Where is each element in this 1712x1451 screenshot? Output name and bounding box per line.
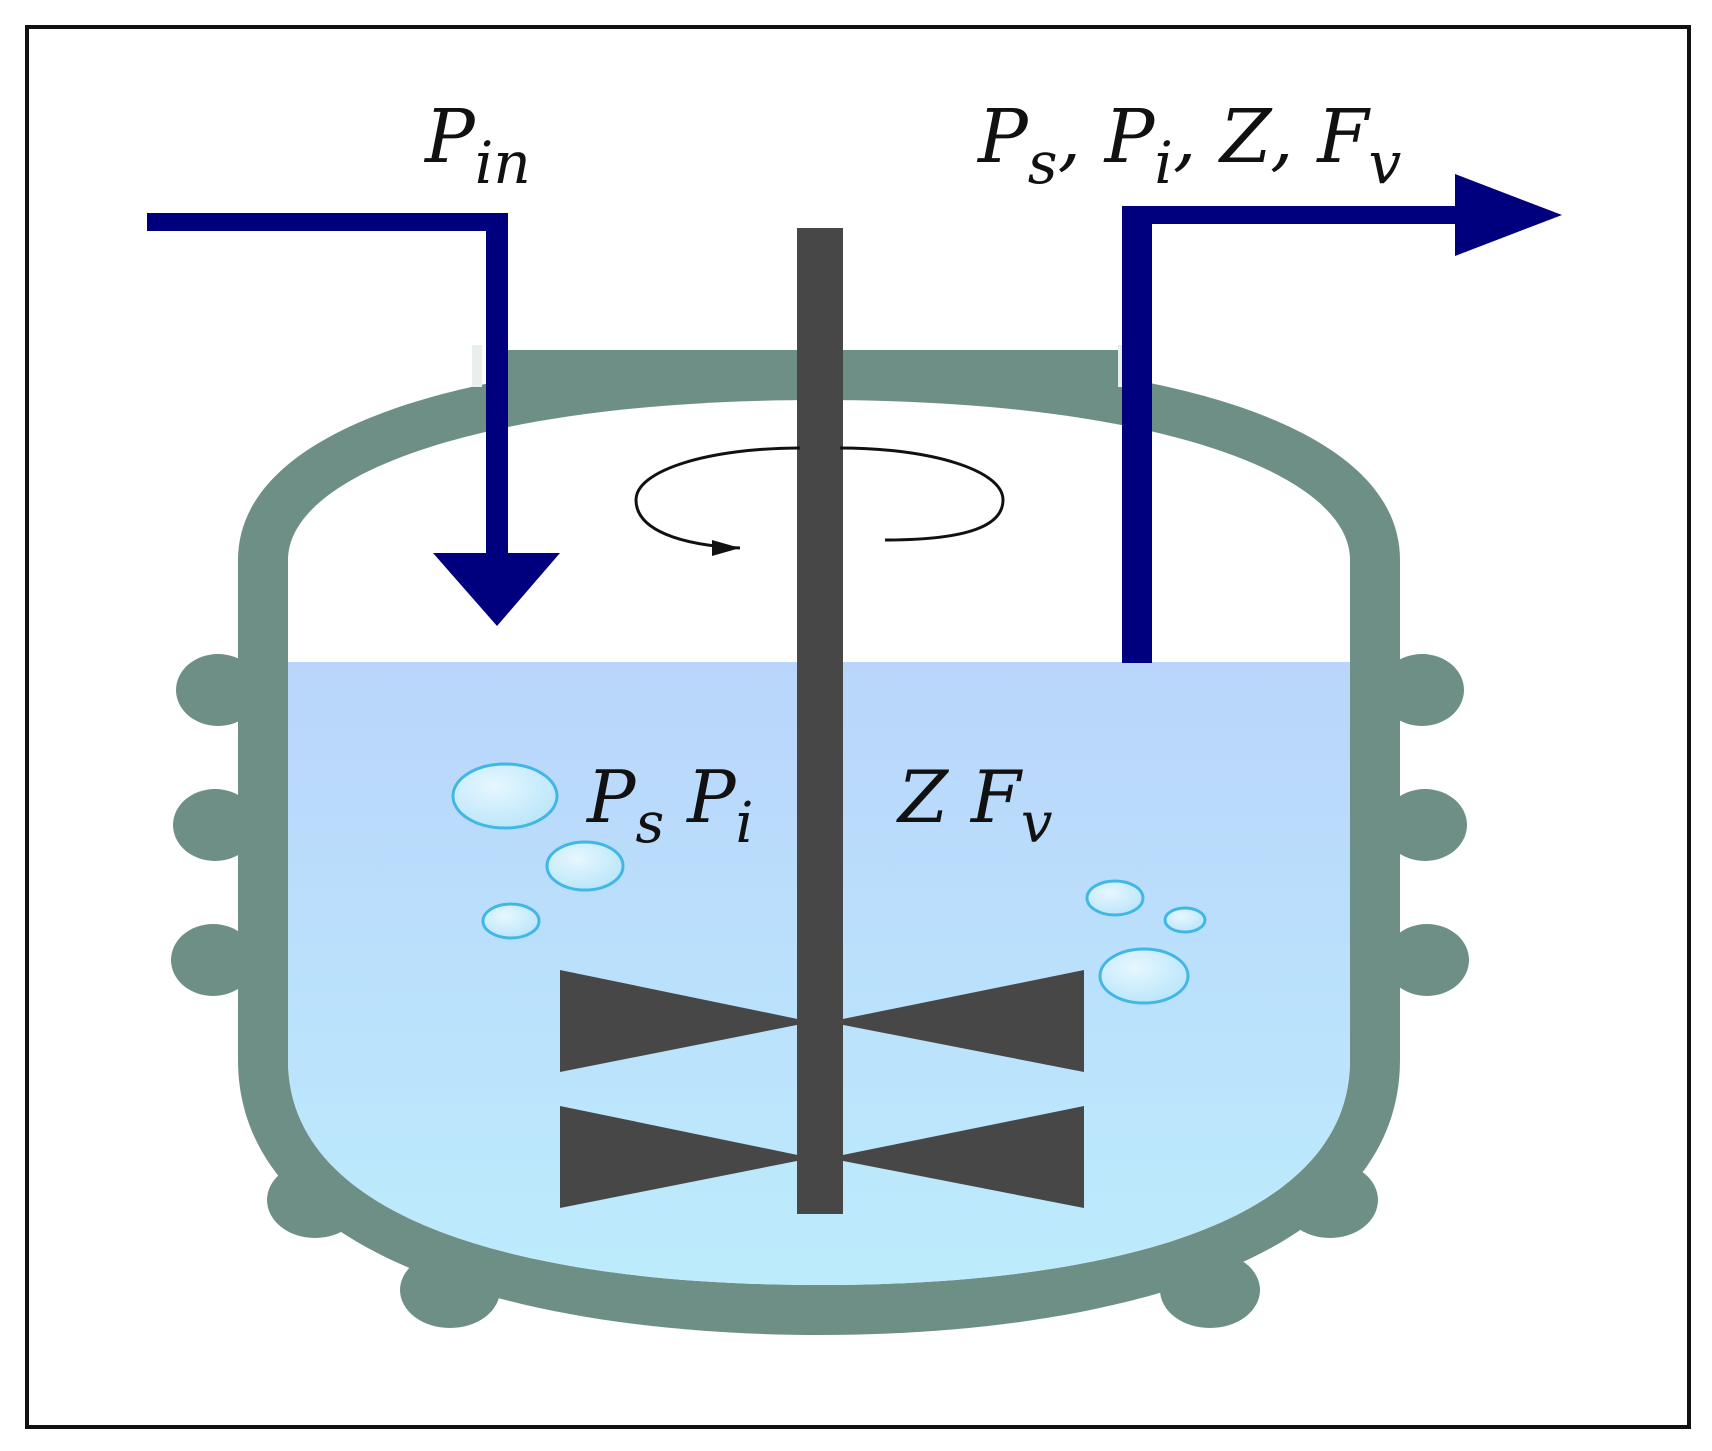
outlet-label: Ps, Pi, Z, Fv [976,94,1402,197]
label-symbol: Z [1218,94,1273,180]
label-symbol: P [423,94,476,180]
label-separator: , [1270,94,1317,180]
gas-bubbles [451,762,1207,1005]
label-symbol: F [969,755,1024,839]
label-symbol: P [976,94,1029,180]
label-subscript: s [1028,129,1058,197]
rotation-arrow [634,446,1005,556]
label-subscript: v [1021,791,1053,856]
label-symbol: P [685,755,737,839]
inlet-pipe [147,213,560,626]
label-subscript: v [1369,129,1402,197]
impeller-blades [560,970,1084,1208]
stirrer-shaft [797,228,843,1214]
label-separator: , [1058,94,1105,180]
label-separator [664,755,687,839]
label-subscript: s [635,791,664,856]
lid-inlet-gap [472,345,482,387]
inlet-label: Pin [423,94,531,197]
inside-label-right: Z Fv [896,755,1053,856]
label-symbol: F [1315,94,1371,180]
inside-label-left: Ps Pi [585,755,753,856]
label-symbol: P [1103,94,1156,180]
label-subscript: i [1154,129,1173,197]
label-symbol: P [585,755,637,839]
outlet-pipe [1122,174,1562,663]
label-symbol: Z [896,755,950,839]
label-subscript: in [475,129,531,197]
label-subscript: i [736,791,754,856]
label-separator: , [1173,94,1220,180]
label-separator [948,755,971,839]
